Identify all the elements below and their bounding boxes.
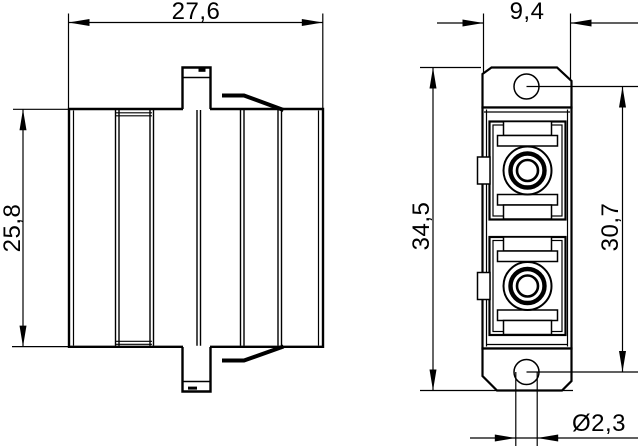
side-bottom-tab [181, 347, 212, 393]
dim-front-width-label: 9,4 [510, 0, 545, 25]
dim-hole-spacing: 30,7 [526, 85, 638, 373]
side-bottom-tab-notch [188, 386, 197, 390]
dim-side-width-label: 27,6 [172, 0, 221, 25]
dim-side-width: 27,6 [67, 0, 324, 108]
arrow-left [537, 434, 559, 442]
dim-hole-spacing-label: 30,7 [597, 203, 624, 252]
arrow-up [19, 109, 27, 131]
front-side-notch-top [476, 156, 491, 185]
side-top-tab-notch [198, 68, 206, 72]
arrow-right [494, 434, 516, 442]
ferrule-rings-bottom [502, 261, 553, 311]
front-body-inner-lines [484, 109, 570, 347]
sc-port-top-key-upper [502, 120, 553, 137]
front-side-notch-bottom [476, 271, 491, 301]
arrow-left [68, 19, 90, 26]
front-view-dimensions: 9,4 34,5 30,7 Ø2,3 [408, 0, 638, 446]
dim-side-height-label: 25,8 [0, 204, 26, 253]
sc-port-top [476, 120, 567, 221]
arrow-right [301, 19, 323, 26]
dim-front-height: 34,5 [408, 66, 573, 392]
side-view [67, 66, 325, 393]
side-top-latch [222, 93, 285, 112]
arrow-up [429, 67, 437, 89]
dim-front-height-label: 34,5 [408, 202, 435, 251]
sc-port-bottom [476, 235, 567, 337]
side-body-segment-lines [114, 110, 283, 346]
front-view [476, 66, 573, 392]
side-view-dimensions: 27,6 25,8 [0, 0, 324, 348]
arrow-down [429, 369, 437, 391]
sc-port-bottom-key-lower [502, 319, 553, 336]
arrow-up [619, 86, 626, 108]
ferrule-rings-top [502, 145, 553, 196]
side-body-sleeve-lines [116, 112, 152, 345]
arrow-right [462, 19, 484, 27]
dim-front-width: 9,4 [437, 0, 638, 79]
dim-hole-diameter-label: Ø2,3 [572, 410, 626, 437]
dim-hole-diameter: Ø2,3 [470, 372, 638, 446]
front-body [481, 106, 573, 350]
side-bottom-latch [222, 344, 285, 363]
arrow-left [570, 19, 592, 27]
sc-port-bottom-key-upper [502, 236, 553, 252]
side-top-tab [181, 66, 212, 109]
side-body-outline [67, 107, 325, 348]
arrow-down [19, 325, 27, 347]
dim-side-height: 25,8 [0, 108, 68, 348]
sc-port-top-key-lower [502, 204, 553, 220]
arrow-down [619, 351, 626, 372]
